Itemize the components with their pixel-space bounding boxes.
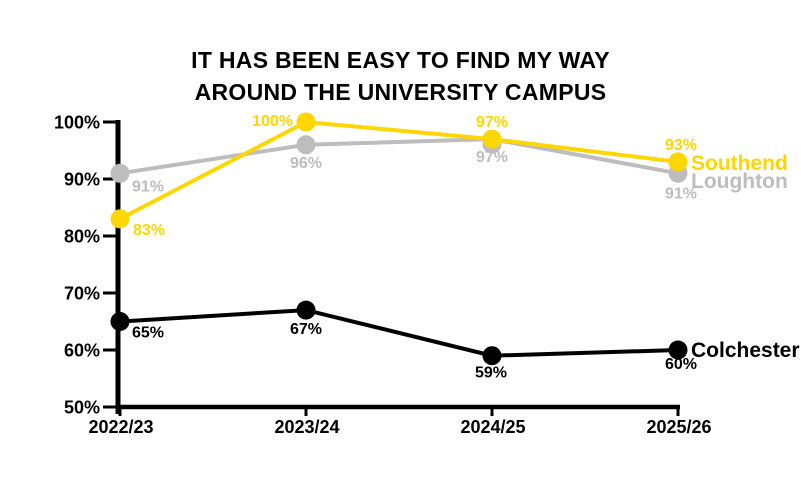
y-axis-tick-label: 70% (64, 284, 100, 304)
southend-point-2023-24 (296, 112, 316, 132)
southend-value-label: 97% (476, 114, 508, 131)
x-axis-tick-label: 2025/26 (646, 417, 711, 437)
colchester-point-2025-26 (668, 340, 688, 360)
y-axis-tick-label: 60% (64, 341, 100, 361)
loughton-series-label: Loughton (691, 170, 788, 193)
chart-title-line1: IT HAS BEEN EASY TO FIND MY WAY (191, 47, 610, 73)
loughton-value-label: 97% (476, 149, 508, 166)
colchester-point-2023-24 (296, 300, 316, 320)
loughton-point-2023-24 (296, 135, 316, 155)
colchester-point-2022-23 (110, 312, 130, 331)
southend-series-label: Southend (691, 152, 788, 175)
southend-point-2024-25 (482, 129, 502, 149)
southend-line (119, 119, 679, 221)
y-axis-tick-label: 50% (64, 398, 100, 418)
loughton-value-label: 91% (665, 185, 697, 202)
colchester-value-label: 59% (475, 365, 507, 382)
southend-value-label: 93% (665, 137, 697, 154)
x-axis-tick-label: 2022/23 (88, 417, 153, 437)
colchester-value-label: 65% (132, 325, 164, 342)
y-axis-tick-label: 90% (64, 170, 100, 190)
southend-point-2022-23 (110, 209, 130, 229)
loughton-point-2022-23 (110, 163, 130, 183)
southend-value-label: 83% (133, 222, 165, 239)
x-axis-tick-label: 2023/24 (274, 417, 339, 437)
loughton-value-label: 91% (132, 178, 164, 195)
southend-value-label: 100% (252, 113, 293, 130)
colchester-series-label: Colchester (691, 339, 800, 362)
colchester-line (119, 308, 679, 358)
y-axis-tick-label: 100% (54, 113, 100, 133)
colchester-point-2024-25 (482, 346, 502, 366)
colchester-value-label: 67% (290, 321, 322, 338)
southend-point-2025-26 (668, 152, 688, 172)
y-axis-tick-label: 80% (64, 227, 100, 247)
chart-title: IT HAS BEEN EASY TO FIND MY WAY AROUND T… (0, 44, 801, 108)
chart-title-line2: AROUND THE UNIVERSITY CAMPUS (194, 79, 607, 105)
colchester-value-label: 60% (665, 356, 697, 373)
x-axis-tick-label: 2024/25 (460, 417, 525, 437)
loughton-value-label: 96% (290, 155, 322, 172)
loughton-line (119, 137, 679, 176)
